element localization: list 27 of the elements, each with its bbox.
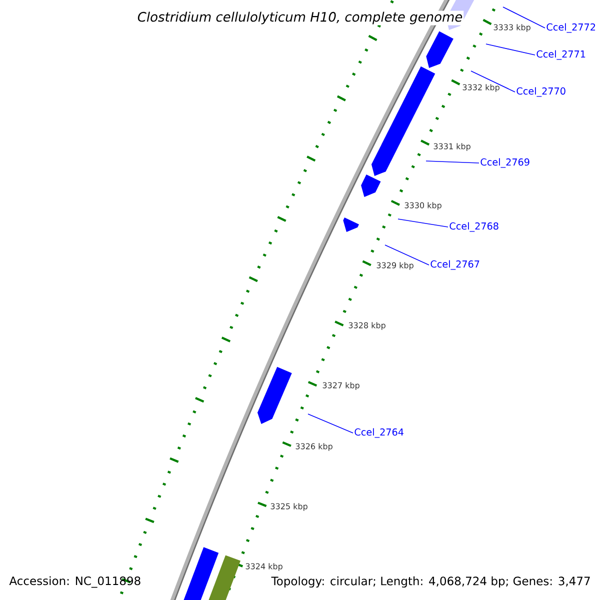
- genome-info-text: Topology: circular; Length: 4,068,724 bp; Genes: 3,477: [271, 576, 590, 588]
- title: Clostridium cellulolyticum H10, complete genome: [136, 10, 464, 26]
- gene-label: Ccel_2772: [546, 23, 596, 33]
- tick-label: 3330 kbp: [404, 202, 442, 210]
- tick-label: 3333 kbp: [494, 24, 530, 32]
- leader-line: [486, 44, 536, 56]
- tick-label: 3327 kbp: [322, 382, 360, 390]
- gene-label: Ccel_2770: [516, 87, 566, 97]
- gene-label: Ccel_2767: [430, 260, 480, 270]
- gene-label: Ccel_2768: [450, 222, 498, 232]
- tick-label: 3328 kbp: [348, 322, 386, 330]
- accession-text: Accession: NC_011898: [9, 576, 140, 588]
- gene-label: Ccel_2769: [480, 158, 530, 168]
- leader-line: [502, 6, 546, 28]
- tick-label: 3324 kbp: [246, 563, 282, 571]
- leader-line: [426, 160, 480, 164]
- tick-label: 3331 kbp: [434, 143, 470, 151]
- gene-label: Ccel_2764: [354, 428, 404, 438]
- tick-label: 3329 kbp: [376, 262, 414, 270]
- tick-label: 3325 kbp: [270, 503, 308, 511]
- tick-label: 3326 kbp: [296, 443, 332, 451]
- leader-line: [308, 414, 354, 434]
- gene-label: Ccel_2771: [536, 50, 586, 60]
- leader-line: [398, 218, 448, 228]
- leader-line: [384, 244, 430, 266]
- tick-label: 3332 kbp: [462, 84, 500, 92]
- leader-line: [470, 70, 516, 92]
